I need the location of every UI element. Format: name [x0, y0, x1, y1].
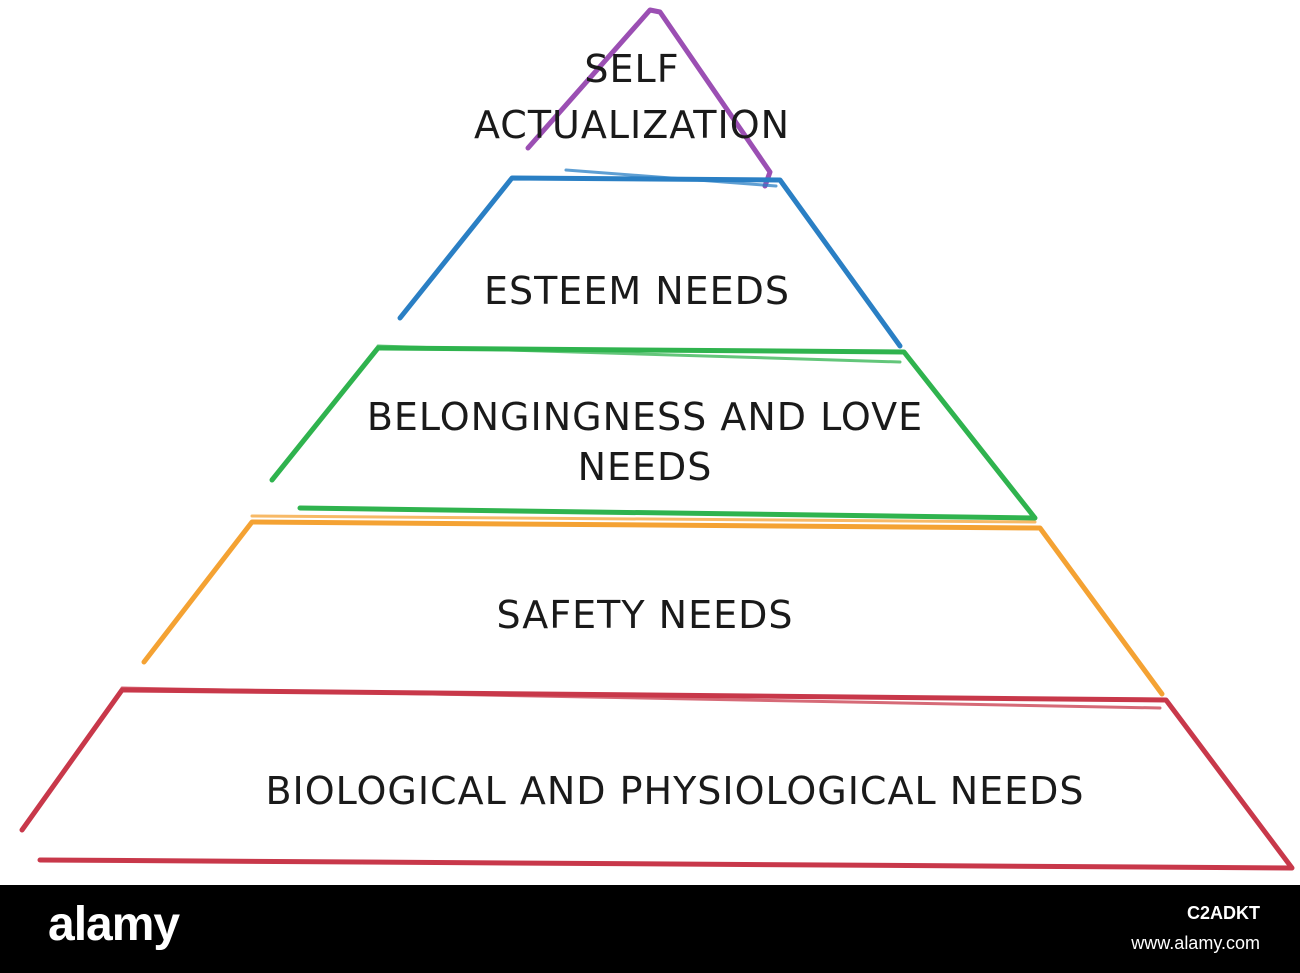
tier-stroke-esteem	[564, 168, 778, 188]
watermark-bar: alamy C2ADKT www.alamy.com	[0, 885, 1300, 973]
brand-logo: alamy	[48, 898, 180, 951]
image-id: C2ADKT	[1186, 903, 1260, 923]
tier-stroke-belongingness	[376, 344, 902, 364]
tier-label-esteem: ESTEEM NEEDS	[484, 269, 790, 313]
hierarchy-pyramid: SELF ACTUALIZATION ESTEEM NEEDS BELONGINGNE…	[19, 7, 1295, 871]
site-url: www.alamy.com	[1131, 933, 1260, 953]
tier-outline-self-actualization	[525, 7, 773, 189]
tier-outline-biological	[19, 687, 1295, 871]
tier-label-belongingness: NEEDS	[578, 445, 713, 489]
tier-label-self-actualization: ACTUALIZATION	[474, 103, 790, 147]
tier-outline-esteem	[397, 175, 903, 349]
tier-label-biological: BIOLOGICAL AND PHYSIOLOGICAL NEEDS	[265, 769, 1084, 813]
tier-stroke-biological	[120, 686, 1162, 710]
tier-outline-belongingness	[269, 345, 1038, 521]
tier-label-self-actualization: SELF	[584, 47, 679, 91]
diagram-canvas: SELF ACTUALIZATION ESTEEM NEEDS BELONGINGNE…	[19, 7, 1295, 871]
tier-outline-safety	[141, 519, 1165, 697]
tier-label-safety: SAFETY NEEDS	[496, 593, 793, 637]
tier-stroke-safety	[250, 514, 1037, 524]
tier-label-belongingness: BELONGINGNESS AND LOVE	[367, 395, 923, 439]
